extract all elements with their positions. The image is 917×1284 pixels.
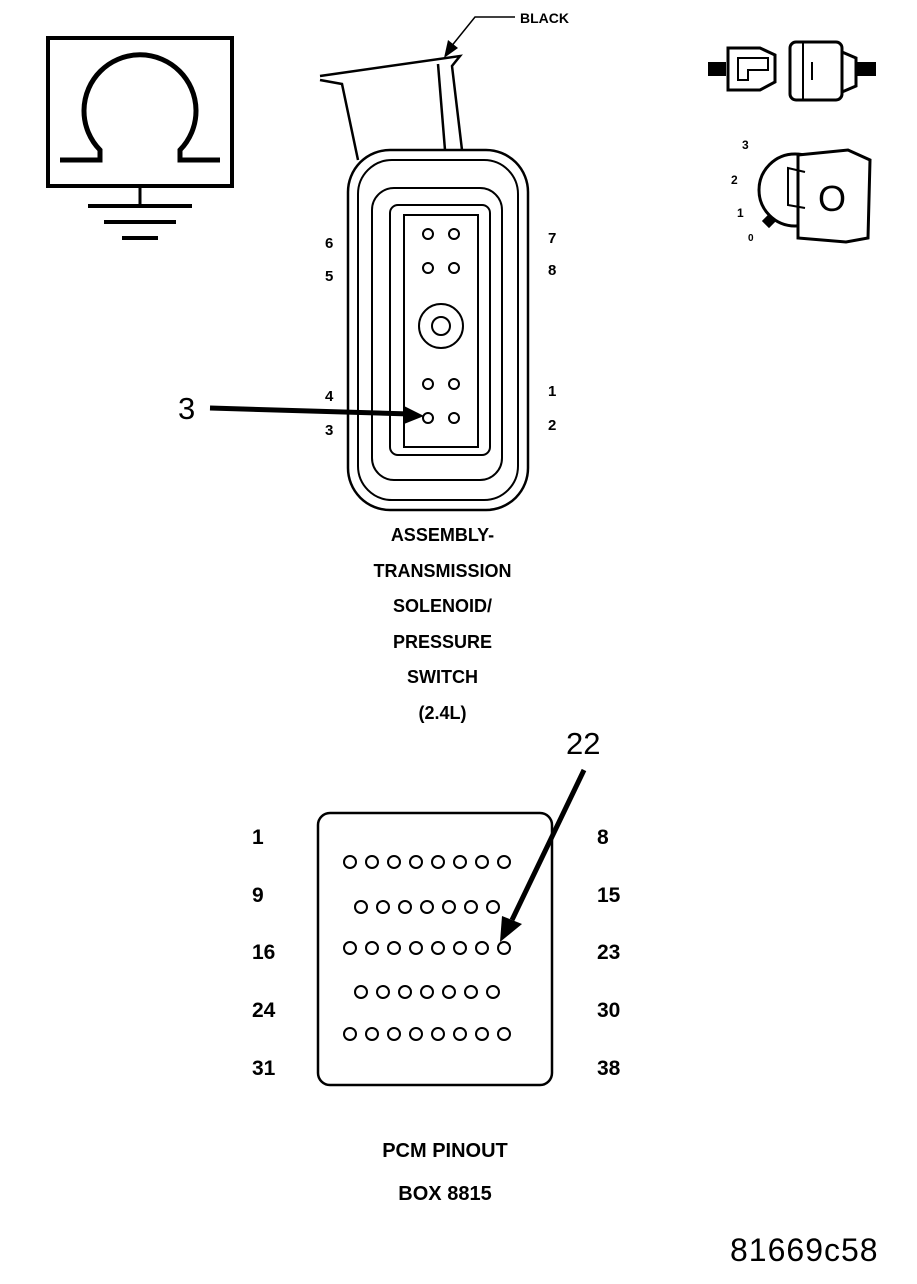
solenoid-caption-line: ASSEMBLY- <box>390 525 495 545</box>
pcm-pin <box>365 941 379 955</box>
ignition-position-3: 3 <box>742 138 749 152</box>
pcm-pin <box>431 1027 445 1041</box>
pcm-pin <box>442 985 456 999</box>
pcm-caption: PCM PINOUT BOX 8815 <box>320 1130 570 1216</box>
pcm-pin <box>420 900 434 914</box>
pcm-caption-line: PCM PINOUT <box>382 1140 508 1162</box>
pcm-pin <box>376 985 390 999</box>
ignition-position-0: 0 <box>748 233 754 244</box>
ignition-position-2: 2 <box>731 173 738 187</box>
pcm-pin <box>497 941 511 955</box>
pcm-callout-number: 22 <box>566 726 601 761</box>
pcm-pin <box>497 855 511 869</box>
solenoid-pin-label-2: 2 <box>548 417 557 434</box>
pcm-row-label-left-3: 16 <box>252 941 276 964</box>
ignition-key-letter: O <box>818 178 847 219</box>
pcm-pin <box>354 900 368 914</box>
pcm-pin <box>409 1027 423 1041</box>
pcm-row-label-right-3: 23 <box>597 941 621 964</box>
pcm-pin <box>486 900 500 914</box>
wire-color-label: BLACK <box>520 10 569 26</box>
solenoid-caption-line: SWITCH <box>407 667 478 687</box>
solenoid-caption-line: (2.4L) <box>418 702 467 723</box>
pcm-row-label-right-2: 15 <box>597 884 621 907</box>
solenoid-caption-line: SOLENOID/ <box>392 596 492 616</box>
pcm-pin <box>376 900 390 914</box>
pcm-pin <box>453 1027 467 1041</box>
pcm-pin <box>387 1027 401 1041</box>
solenoid-pin-label-5: 5 <box>325 268 334 285</box>
pcm-pin <box>409 855 423 869</box>
solenoid-caption-line: TRANSMISSION <box>373 560 512 581</box>
pcm-row-label-right-4: 30 <box>597 999 621 1022</box>
pcm-row-label-right-1: 8 <box>597 826 609 849</box>
pcm-row-label-left-2: 9 <box>252 884 264 907</box>
pcm-caption-line: BOX 8815 <box>398 1183 492 1205</box>
solenoid-pin-label-3: 3 <box>325 422 334 439</box>
pcm-pin <box>387 941 401 955</box>
pcm-pin <box>409 941 423 955</box>
ignition-position-1: 1 <box>737 206 744 220</box>
pcm-pin <box>464 985 478 999</box>
pcm-pin <box>343 941 357 955</box>
pcm-pin <box>343 1027 357 1041</box>
pcm-row-label-right-5: 38 <box>597 1057 621 1080</box>
pcm-pin <box>420 985 434 999</box>
pcm-pin <box>431 941 445 955</box>
pcm-pin <box>442 900 456 914</box>
pcm-pin <box>365 1027 379 1041</box>
pcm-pin <box>354 985 368 999</box>
pcm-pin <box>453 941 467 955</box>
pcm-pin <box>398 900 412 914</box>
pcm-pin <box>453 855 467 869</box>
pcm-pin <box>464 900 478 914</box>
figure-id: 81669c58 <box>730 1232 879 1268</box>
pcm-row-label-left-5: 31 <box>252 1057 276 1080</box>
solenoid-caption-line: PRESSURE <box>392 631 493 652</box>
pcm-pin <box>398 985 412 999</box>
solenoid-pin-label-8: 8 <box>548 262 557 279</box>
pcm-row-label-left-1: 1 <box>252 826 264 849</box>
pcm-pin <box>486 985 500 999</box>
pcm-pin <box>497 1027 511 1041</box>
pcm-pin <box>343 855 357 869</box>
pcm-pin <box>475 941 489 955</box>
solenoid-callout-number: 3 <box>178 391 196 426</box>
solenoid-caption: ASSEMBLY- TRANSMISSION SOLENOID/ PRESSUR… <box>300 518 585 731</box>
solenoid-pin-label-1: 1 <box>548 383 557 400</box>
pcm-pin <box>387 855 401 869</box>
pcm-pin <box>431 855 445 869</box>
pcm-pin <box>365 855 379 869</box>
solenoid-pin-label-7: 7 <box>548 230 557 247</box>
pcm-pin <box>475 1027 489 1041</box>
solenoid-pin-label-6: 6 <box>325 235 334 252</box>
pcm-row-label-left-4: 24 <box>252 999 276 1022</box>
solenoid-pin-label-4: 4 <box>325 388 334 405</box>
pcm-pin <box>475 855 489 869</box>
